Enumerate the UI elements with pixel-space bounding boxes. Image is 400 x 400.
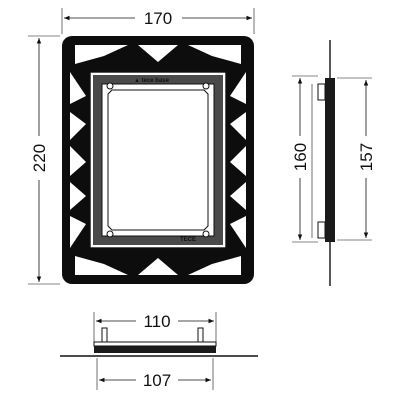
- brand-label-top: ▲ tece base: [134, 78, 170, 84]
- bottom-plate-face: [93, 341, 217, 347]
- side-view: 160 157: [291, 40, 376, 286]
- inner-window: [107, 89, 209, 231]
- bottom-bracket-left: [101, 327, 108, 343]
- frame-cutouts: [70, 45, 246, 275]
- bottom-width-top-dimension: 110: [143, 312, 170, 331]
- front-height-dimension: 220: [30, 144, 49, 172]
- brand-label-bottom: TECE: [180, 237, 196, 243]
- bottom-width-bottom-dimension: 107: [143, 371, 171, 390]
- bottom-bracket-right: [197, 327, 204, 343]
- bottom-view: 110 107: [60, 312, 258, 390]
- front-view: ▲ tece base TECE 170 220: [28, 8, 255, 285]
- side-height-inner-dimension: 157: [357, 143, 376, 171]
- screw-icons: [106, 82, 210, 238]
- side-plate-body: [325, 78, 335, 242]
- front-width-dimension: 170: [144, 9, 172, 28]
- side-bracket-top: [317, 83, 326, 101]
- side-height-outer-dimension: 160: [291, 143, 310, 171]
- bottom-plate-body: [94, 344, 216, 353]
- side-bracket-bottom: [317, 221, 326, 239]
